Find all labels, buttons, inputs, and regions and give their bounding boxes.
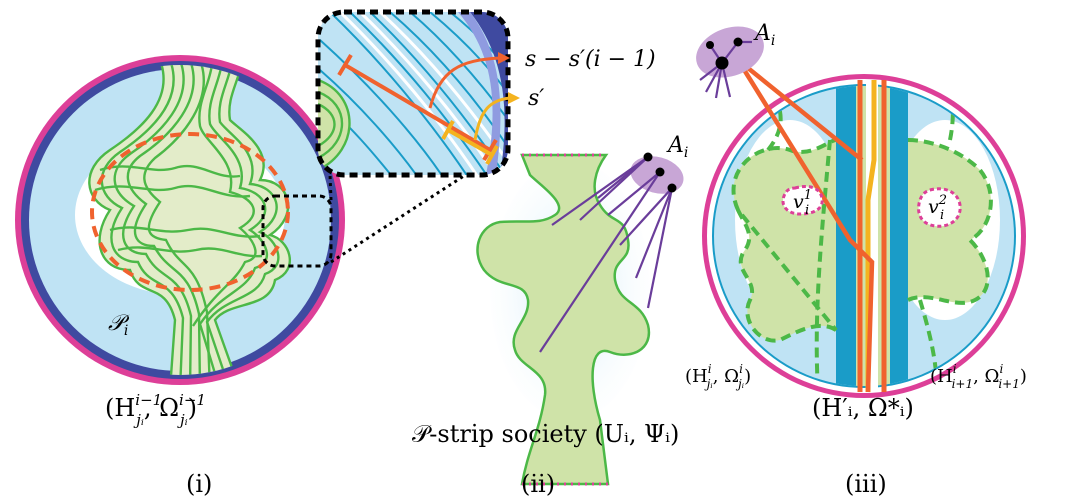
A-i-label-ii: Ai: [666, 133, 688, 161]
A-i-label-iii: Ai: [753, 21, 775, 49]
panel-ii-diagram: Ai: [476, 133, 688, 486]
zoom-line-bottom: [330, 170, 471, 264]
panel-label-iii: (iii): [845, 470, 887, 498]
s-minus-label: s − s′(i − 1): [525, 47, 656, 72]
v2-region: [917, 187, 962, 228]
navy-band: [470, 12, 508, 175]
orange-arrow: [428, 56, 501, 109]
orange-paths-iii: [736, 58, 875, 393]
strip-society-shape: [476, 153, 651, 486]
green-strip-bundle: [88, 65, 291, 375]
panel-i-diagram: 𝒫i: [15, 19, 471, 385]
purple-edges-ii: [539, 156, 674, 353]
green-arcs: [318, 78, 351, 172]
s-prime-label: s′: [528, 86, 544, 111]
panel-label-ii: (ii): [521, 470, 555, 498]
caption-iii: (H′ᵢ, Ω*ᵢ): [812, 394, 914, 422]
caption-ii: 𝒫-strip society (Uᵢ, Ψᵢ): [412, 420, 679, 448]
orange-dashed-circle: [90, 132, 290, 292]
yellow-arrow: [473, 96, 511, 141]
yellow-bracket: [441, 120, 499, 165]
orange-bracket: [337, 53, 498, 162]
v1-region: [781, 184, 824, 216]
zoom-source-box: [261, 194, 333, 268]
zoom-inset: s − s′(i − 1) s′: [315, 9, 656, 178]
central-strip-lines: [857, 80, 887, 392]
panel-label-i: (i): [186, 470, 212, 498]
